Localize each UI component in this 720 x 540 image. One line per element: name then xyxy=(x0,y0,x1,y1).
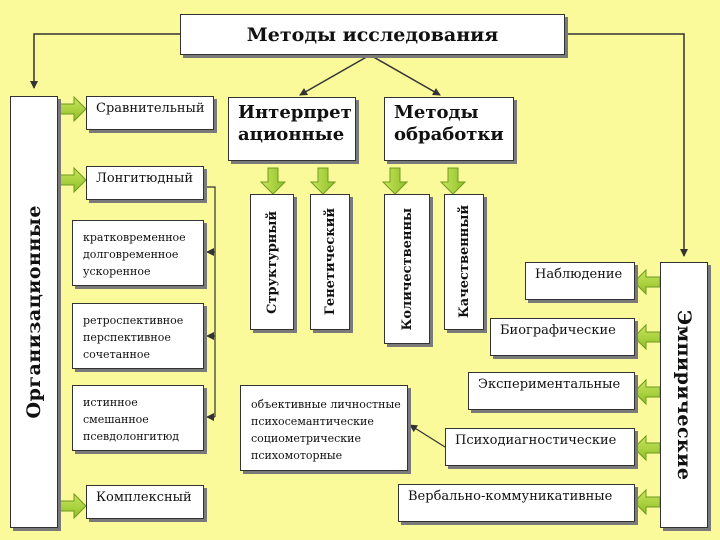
list-item: психомоторные xyxy=(251,449,343,462)
list-item: истинное xyxy=(83,396,138,409)
psychodiagnostic-method-box: Психодиагностические xyxy=(445,428,635,466)
green-arrow-left-icon xyxy=(633,434,661,462)
empirical-label: Эмпирические xyxy=(673,309,695,481)
processing-title-line2: обработки xyxy=(394,124,504,145)
observation-method-label: Наблюдение xyxy=(535,267,623,282)
psychodiagnostic-subtypes-box: объективные личностные психосемантически… xyxy=(240,385,408,471)
verbal-communicative-method-label: Вербально-коммуникативные xyxy=(408,489,613,504)
quantitative-method-label: Количественны xyxy=(399,207,415,331)
empirical-column: Эмпирические xyxy=(660,262,708,528)
psychodiagnostic-method-label: Психодиагностические xyxy=(455,433,617,448)
longitudinal-subtypes-box-1: кратковременное долговременное ускоренно… xyxy=(72,220,204,286)
list-item: социометрические xyxy=(251,432,361,445)
complex-method-label: Комплексный xyxy=(96,490,192,505)
longitudinal-method-label: Лонгитюдный xyxy=(96,171,194,186)
list-item: смешанное xyxy=(83,413,149,426)
green-arrow-left-icon xyxy=(633,268,661,296)
green-arrow-down-icon xyxy=(439,167,467,195)
list-item: сочетанное xyxy=(83,348,151,361)
comparative-method-box: Сравнительный xyxy=(86,96,214,130)
interpretation-title-line1: Интерпрет xyxy=(238,102,352,123)
organizational-label: Организационные xyxy=(23,205,45,419)
page-title: Методы исследования xyxy=(246,23,499,46)
processing-box: Методы обработки xyxy=(384,97,514,161)
list-item: перспективное xyxy=(83,331,171,344)
structural-method-label: Структурный xyxy=(264,210,280,314)
qualitative-method-label: Качественный xyxy=(456,205,472,319)
green-arrow-down-icon xyxy=(259,167,287,195)
longitudinal-method-box: Лонгитюдный xyxy=(86,166,204,200)
green-arrow-down-icon xyxy=(381,167,409,195)
experimental-method-label: Экспериментальные xyxy=(478,377,621,392)
green-arrow-down-icon xyxy=(309,167,337,195)
connector-to-interpretation xyxy=(299,54,371,96)
list-item: психосемантические xyxy=(251,415,374,428)
qualitative-method-box: Качественный xyxy=(444,194,484,330)
green-arrow-left-icon xyxy=(633,323,661,351)
list-item: ускоренное xyxy=(83,265,151,278)
interpretation-box: Интерпрет ационные xyxy=(228,97,356,161)
green-arrow-right-icon xyxy=(59,95,87,123)
list-item: объективные личностные xyxy=(251,398,401,411)
comparative-method-label: Сравнительный xyxy=(96,101,205,116)
structural-method-box: Структурный xyxy=(250,194,294,330)
interpretation-title-line2: ационные xyxy=(238,124,345,145)
green-arrow-right-icon xyxy=(59,492,87,520)
organizational-column: Организационные xyxy=(10,96,58,528)
connector-psychodiagnostic xyxy=(409,424,446,448)
complex-method-box: Комплексный xyxy=(86,485,204,519)
list-item: псевдолонгитюд xyxy=(83,430,180,443)
green-arrow-right-icon xyxy=(59,166,87,194)
connector-top-right xyxy=(565,33,688,257)
experimental-method-box: Экспериментальные xyxy=(468,372,635,410)
connector-longitudinal-bracket xyxy=(205,186,216,417)
biographical-method-box: Биографические xyxy=(490,318,635,356)
verbal-communicative-method-box: Вербально-коммуникативные xyxy=(398,484,635,522)
genetic-method-box: Генетический xyxy=(310,194,350,330)
observation-method-box: Наблюдение xyxy=(525,262,635,300)
connector-to-processing xyxy=(369,54,441,96)
title-box: Методы исследования xyxy=(180,14,565,55)
list-item: долговременное xyxy=(83,248,179,261)
quantitative-method-box: Количественны xyxy=(384,194,430,344)
list-item: кратковременное xyxy=(83,231,186,244)
green-arrow-left-icon xyxy=(633,378,661,406)
list-item: ретроспективное xyxy=(83,314,184,327)
longitudinal-subtypes-box-3: истинное смешанное псевдолонгитюд xyxy=(72,385,204,451)
connector-top-left xyxy=(30,33,180,89)
genetic-method-label: Генетический xyxy=(322,208,338,316)
green-arrow-left-icon xyxy=(633,488,661,516)
longitudinal-subtypes-box-2: ретроспективное перспективное сочетанное xyxy=(72,303,204,369)
processing-title-line1: Методы xyxy=(394,102,479,123)
biographical-method-label: Биографические xyxy=(500,323,616,338)
